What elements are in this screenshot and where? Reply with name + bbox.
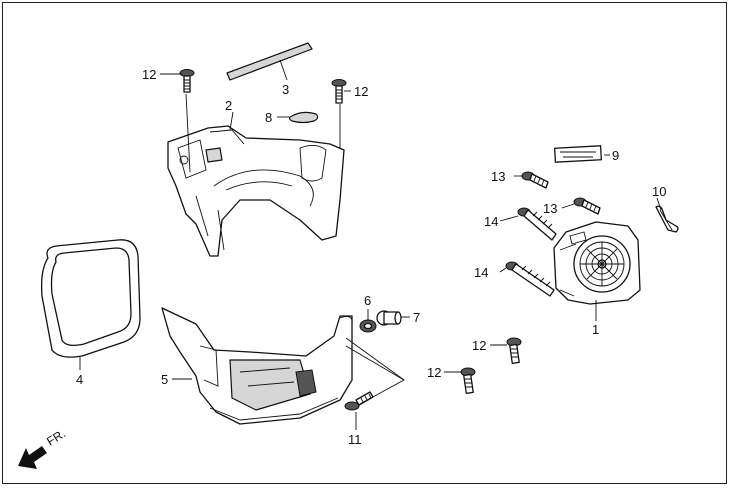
- callout-6: 6: [364, 293, 371, 308]
- callout-8: 8: [265, 110, 272, 125]
- part-3-strip[interactable]: [226, 42, 313, 81]
- part-2-upper-shroud[interactable]: [167, 125, 345, 257]
- part-8-cap[interactable]: [288, 111, 319, 124]
- part-9-label[interactable]: [554, 145, 602, 163]
- bolt-14-upper[interactable]: [517, 207, 557, 241]
- callout-14-upper: 14: [484, 214, 498, 229]
- front-arrow-icon: [18, 446, 47, 469]
- callout-14-lower: 14: [474, 265, 488, 280]
- bolt-13-left[interactable]: [521, 171, 549, 189]
- callout-11: 11: [348, 432, 362, 447]
- diagram-frame: [2, 2, 727, 484]
- bolt-12-lower-b[interactable]: [460, 367, 476, 394]
- part-5-lower-shroud[interactable]: [161, 307, 353, 425]
- callout-13-left: 13: [491, 169, 505, 184]
- bolt-12-top-right[interactable]: [331, 79, 347, 104]
- callout-2: 2: [225, 98, 232, 113]
- callout-5: 5: [161, 372, 168, 387]
- bolt-11[interactable]: [344, 391, 374, 411]
- bolt-14-lower[interactable]: [505, 261, 555, 297]
- part-7-collar[interactable]: [376, 310, 402, 326]
- part-6-grommet[interactable]: [359, 319, 377, 333]
- callout-12-top-right: 12: [354, 84, 368, 99]
- bolt-13-right[interactable]: [573, 197, 601, 215]
- bolt-12-top-left[interactable]: [179, 69, 195, 93]
- bolt-12-lower-a[interactable]: [506, 337, 522, 364]
- part-1-fan-cover[interactable]: [553, 221, 641, 305]
- callout-3: 3: [282, 82, 289, 97]
- callout-12-lower-b: 12: [427, 365, 441, 380]
- callout-1: 1: [592, 322, 599, 337]
- part-10-clip[interactable]: [655, 205, 679, 233]
- callout-12-lower-a: 12: [472, 338, 486, 353]
- callout-9: 9: [612, 148, 619, 163]
- callout-10: 10: [652, 184, 666, 199]
- callout-4: 4: [76, 372, 83, 387]
- leader-lines: [79, 59, 662, 430]
- front-direction-indicator: FR.: [18, 426, 68, 469]
- part-4-gasket[interactable]: [40, 239, 141, 358]
- callout-labels: 1 2 3 4 5 6 7 8 9 10 11 12 12 12 12 13 1…: [76, 67, 666, 447]
- callout-7: 7: [413, 310, 420, 325]
- callout-13-right: 13: [543, 201, 557, 216]
- callout-12-top-left: 12: [142, 67, 156, 82]
- front-label: FR.: [44, 426, 68, 448]
